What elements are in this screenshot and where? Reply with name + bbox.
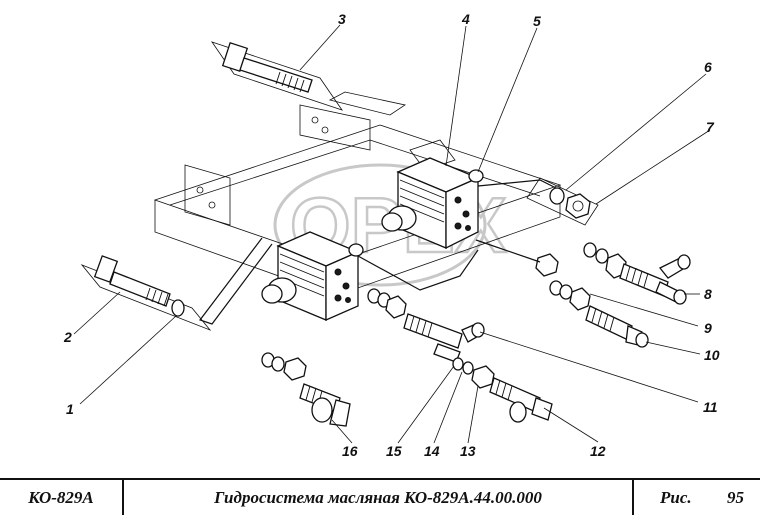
model-number: КО-829А	[0, 480, 124, 515]
callout-11: 11	[703, 399, 718, 415]
callout-labels: 1 2 3 4 5 6 7 8 9 10 11 12 13 14 15 16	[63, 11, 720, 459]
callout-9: 9	[704, 320, 712, 336]
part-6-7-washer-nut	[526, 177, 599, 226]
callout-3: 3	[338, 11, 346, 27]
callout-5: 5	[533, 13, 541, 29]
part-9-fitting	[535, 253, 591, 311]
callout-15: 15	[386, 443, 402, 459]
figure-reference: Рис. 95	[634, 480, 760, 515]
drawing-title: Гидросистема масляная КО-829А.44.00.000	[124, 480, 634, 515]
callout-13: 13	[460, 443, 476, 459]
part-11-tee-fitting	[367, 288, 485, 363]
callout-2: 2	[63, 329, 72, 345]
part-3-bolt	[210, 41, 344, 111]
figure-prefix: Рис.	[660, 487, 692, 507]
callout-12: 12	[590, 443, 606, 459]
title-block: КО-829А Гидросистема масляная КО-829А.44…	[0, 478, 760, 515]
figure-number: 95	[727, 487, 744, 507]
callout-7: 7	[706, 119, 715, 135]
part-10-angle-fitting	[585, 305, 649, 348]
callout-1: 1	[66, 401, 74, 417]
part-4-upper-valve-block	[381, 157, 484, 250]
callout-4: 4	[461, 11, 470, 27]
part-2-bolt	[80, 255, 212, 331]
parts-12-16-fittings	[261, 352, 553, 427]
pipe-lines	[199, 179, 557, 325]
lower-valve-block	[261, 231, 364, 321]
leader-lines	[73, 24, 711, 444]
callout-10: 10	[704, 347, 720, 363]
exploded-assembly-drawing: OPEX	[63, 11, 720, 459]
callout-8: 8	[704, 286, 712, 302]
callout-16: 16	[342, 443, 358, 459]
callout-14: 14	[424, 443, 440, 459]
part-8-angle-fitting	[583, 242, 691, 305]
callout-6: 6	[704, 59, 712, 75]
